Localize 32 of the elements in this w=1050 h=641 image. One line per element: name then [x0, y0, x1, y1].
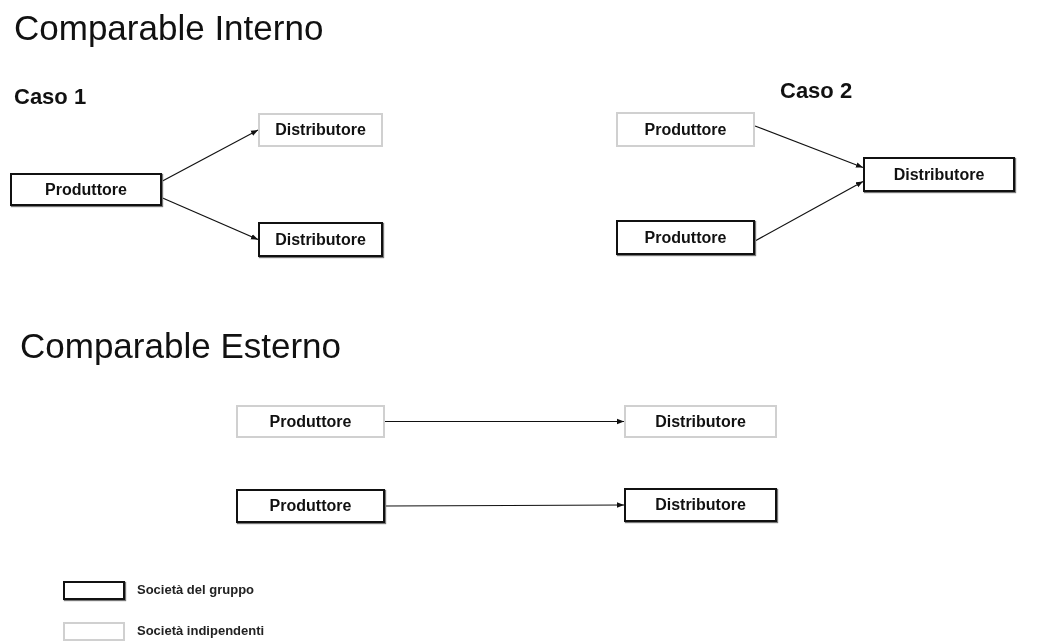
node-label: Distributore	[275, 230, 366, 249]
group-company-box	[258, 222, 383, 257]
independent-company-box	[616, 112, 755, 147]
arrow	[161, 129, 259, 182]
node-label: Distributore	[655, 412, 746, 431]
node-label: Distributore	[275, 121, 366, 139]
legend-label: Società indipendenti	[137, 623, 265, 638]
section-heading: Comparable Esterno	[20, 326, 341, 366]
arrow	[754, 125, 864, 169]
group-company-box	[10, 173, 162, 206]
section-heading: Comparable Interno	[14, 8, 324, 48]
node-label: Produttore	[269, 497, 352, 515]
arrow	[161, 197, 259, 241]
independent-company-box	[258, 113, 383, 147]
group-company-box	[624, 488, 777, 522]
group-company-box	[236, 489, 385, 523]
case-label: Caso 2	[780, 78, 853, 104]
independent-company-box	[624, 405, 777, 438]
node-label: Produttore	[644, 228, 727, 247]
arrow	[754, 180, 864, 242]
node-label: Produttore	[269, 412, 352, 431]
arrow	[384, 418, 625, 425]
node-label: Distributore	[655, 496, 746, 514]
legend-label: Società del gruppo	[137, 582, 254, 597]
group-company-box	[616, 220, 755, 255]
case-label: Caso 1	[14, 84, 87, 110]
independent-company-box	[236, 405, 385, 438]
group-company-box	[863, 157, 1015, 192]
node-label: Produttore	[45, 180, 127, 199]
node-label: Distributore	[893, 165, 985, 184]
node-label: Produttore	[644, 120, 727, 139]
arrow	[384, 502, 625, 508]
